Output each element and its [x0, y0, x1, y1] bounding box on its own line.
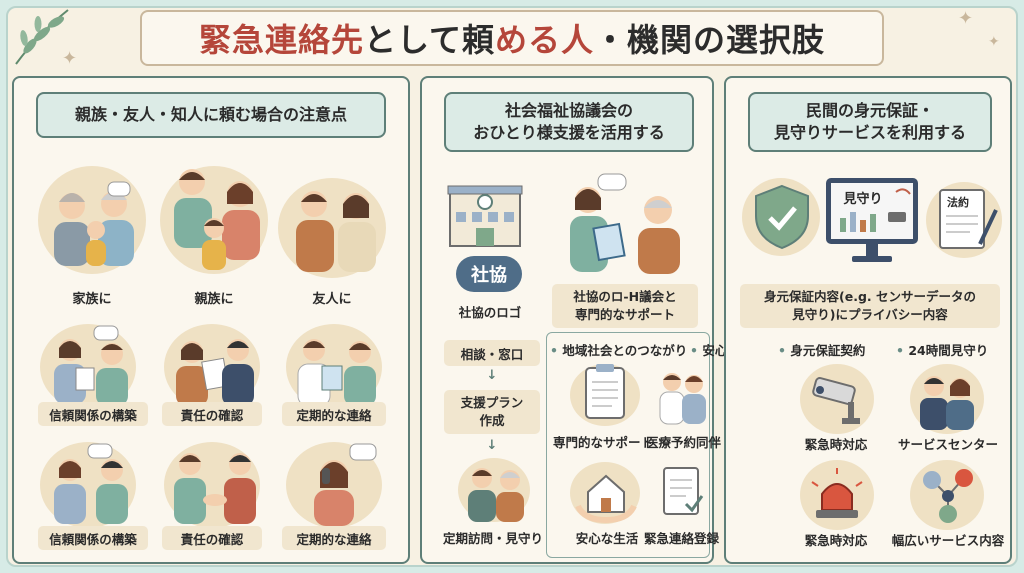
caption-responsibility: 責任の確認 — [162, 402, 262, 426]
relatives-illustration-icon — [174, 169, 260, 270]
monitor-label: 見守り — [843, 192, 883, 207]
arrow-down-icon: ↓ — [486, 438, 498, 453]
page-title: 緊急連絡先として頼める人・機関の選択肢 — [140, 10, 884, 66]
flow-step-consult: 相談・窓口 — [444, 340, 540, 366]
bullet-guarantee-contract: 身元保証契約 — [778, 340, 865, 359]
service-staff-icon — [920, 376, 974, 430]
sparkle-icon: ✦ — [958, 8, 974, 29]
home-visit-icon — [468, 468, 524, 522]
item-wide-services: 幅広いサービス内容 — [891, 533, 1005, 548]
item-service-center: サービスセンター — [897, 437, 998, 452]
item-professional-support: 専門的なサポート — [552, 435, 653, 450]
building-icon — [447, 185, 523, 247]
house-hands-icon — [575, 474, 637, 524]
item-safe-life: 安心な生活 — [575, 531, 639, 546]
caption-trust: 信頼関係の構築 — [38, 402, 148, 426]
panel-title-line: 見守りサービスを利用する — [773, 123, 966, 142]
friends-illustration-icon — [296, 191, 376, 272]
flow-step-line: 支援プラン — [460, 395, 524, 410]
guarantee-description: 身元保証内容(e.g. センサーデータの 見守り)にプライバシー内容 — [740, 284, 1000, 328]
description-line: 身元保証内容(e.g. センサーデータの — [764, 289, 976, 304]
title-part: として頼 — [363, 21, 495, 59]
logo-caption: 社協のロゴ — [458, 305, 522, 320]
doctor-consultation-icon — [297, 339, 376, 407]
emergency-register-icon — [663, 467, 704, 515]
bullet-24h-watch: 24時間見守り — [896, 340, 988, 359]
item-emergency-response: 緊急時対応 — [804, 437, 868, 452]
label-family: 家族に — [72, 292, 112, 307]
support-caption-line: 専門的なサポート — [574, 307, 675, 322]
panel-title: 民間の身元保証・ 見守りサービスを利用する — [748, 92, 992, 152]
flow-step-plan: 支援プラン 作成 — [444, 390, 540, 434]
sparkle-icon: ✦ — [988, 34, 1000, 50]
panel-title-line: 社会福祉協議会の — [504, 101, 633, 120]
panel-social-welfare: 社会福祉協議会の おひとり様支援を活用する 社協 社協のロゴ 社協のロ-H議会と… — [420, 76, 752, 564]
title-part: の選択肢 — [693, 21, 826, 59]
talking-pair-icon — [54, 443, 128, 524]
phone-call-icon — [314, 443, 377, 526]
description-line: 見守り)にプライバシー内容 — [792, 307, 948, 322]
item-medical-escort: 医療予約同伴 — [646, 435, 722, 450]
support-group-box — [546, 332, 710, 558]
flow-step-visit: 定期訪問・見守り — [442, 531, 543, 546]
alarm-light-icon — [811, 468, 863, 518]
support-caption-line: 社協のロ-H議会と — [573, 289, 677, 304]
panel-title: 親族・友人・知人に頼む場合の注意点 — [36, 92, 386, 138]
item-emergency-response: 緊急時対応 — [804, 533, 868, 548]
caption-contact: 定期的な連絡 — [282, 402, 386, 426]
bullet-community: 地域社会とのつながり — [550, 340, 687, 359]
arrow-down-icon: ↓ — [486, 368, 498, 383]
network-services-icon — [923, 469, 973, 523]
document-label: 法約 — [947, 196, 969, 209]
panel-title-line: 民間の身元保証・ — [805, 101, 934, 120]
conversation-icon — [54, 325, 128, 406]
item-emergency-register: 緊急連絡登録 — [644, 531, 720, 546]
family-illustration-icon — [54, 181, 134, 266]
title-part: 緊急連絡先 — [198, 21, 364, 59]
counselor-elderly-icon — [570, 173, 680, 274]
monitor-icon — [826, 178, 918, 262]
panel-title: 社会福祉協議会の おひとり様支援を活用する — [444, 92, 694, 152]
panel-private-services: 民間の身元保証・ 見守りサービスを利用する 見守り 法約 身元保証内容(e.g.… — [724, 76, 1012, 564]
title-part: める人 — [495, 21, 595, 59]
label-friends: 友人に — [312, 292, 352, 307]
shakyo-logo: 社協 — [456, 256, 522, 292]
caption-responsibility: 責任の確認 — [162, 526, 262, 550]
support-caption: 社協のロ-H議会と 専門的なサポート — [552, 284, 698, 328]
panel-relatives: 親族・友人・知人に頼む場合の注意点 家族に 親族に 友人に — [12, 76, 410, 564]
handshake-icon — [174, 453, 256, 524]
sparkle-icon: ✦ — [62, 48, 78, 69]
document-handover-icon — [176, 339, 254, 406]
leaf-branch-icon — [15, 9, 69, 65]
panel-title-line: おひとり様支援を活用する — [473, 123, 665, 142]
caption-trust: 信頼関係の構築 — [38, 526, 148, 550]
contract-document-icon — [939, 189, 998, 249]
security-camera-icon — [812, 377, 860, 424]
label-relatives: 親族に — [194, 292, 234, 307]
title-part: ・機関 — [594, 21, 694, 59]
shield-check-icon — [755, 184, 809, 250]
caption-contact: 定期的な連絡 — [282, 526, 386, 550]
clipboard-icon — [585, 364, 625, 419]
medical-staff-icon — [659, 373, 706, 425]
flow-step-line: 作成 — [479, 413, 505, 428]
